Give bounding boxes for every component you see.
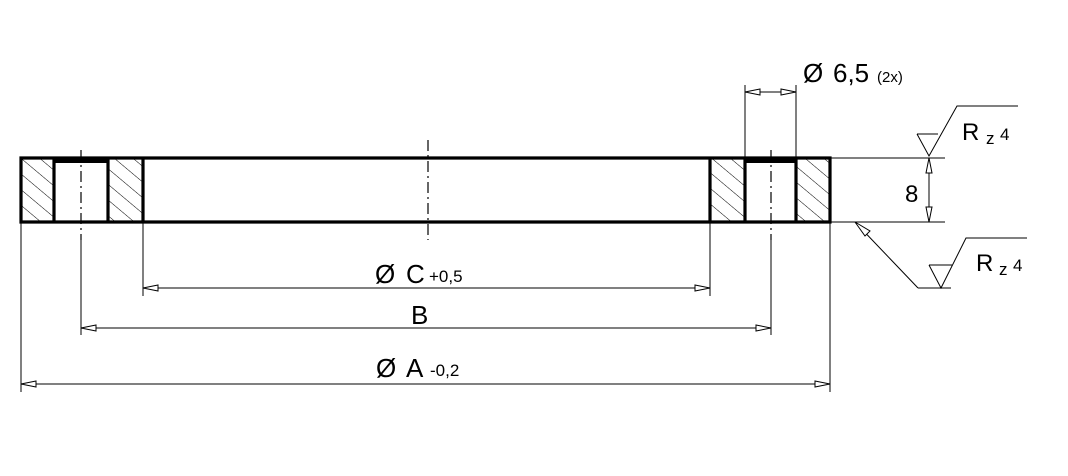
roughness-bottom-z: z: [999, 260, 1008, 279]
dim-a-letter: A: [406, 353, 424, 383]
roughness-bottom-value: 4: [1013, 256, 1022, 275]
dim-hole-note: (2x): [877, 69, 903, 86]
dim-a-phi: Ø: [376, 353, 396, 383]
roughness-top-value: 4: [1000, 125, 1009, 144]
dim-c-letter: C: [406, 259, 425, 289]
roughness-symbol-top: R z 4: [916, 105, 1018, 158]
dimension-b: B: [80, 300, 772, 332]
dimension-hole: Ø 6,5 (2x): [744, 58, 903, 96]
roughness-top-r: R: [962, 119, 979, 146]
dim-c-phi: Ø: [375, 259, 395, 289]
dimension-c: Ø C +0,5: [142, 259, 711, 292]
thickness-value: 8: [905, 181, 918, 208]
roughness-bottom-r: R: [976, 250, 993, 277]
extension-lines: [20, 85, 945, 392]
flange-outline: [19, 156, 832, 224]
dim-hole-phi: Ø: [803, 58, 823, 88]
dim-hole-value: 6,5: [833, 58, 869, 88]
dim-b-letter: B: [411, 300, 428, 330]
roughness-symbol-bottom: R z 4: [854, 221, 1027, 290]
section-hatching: [21, 158, 830, 222]
dim-c-tolerance: +0,5: [429, 267, 463, 286]
dimension-thickness: 8: [905, 157, 933, 223]
roughness-top-z: z: [986, 129, 995, 148]
dim-a-tolerance: -0,2: [430, 361, 459, 380]
center-lines: [80, 140, 772, 240]
dimension-a: Ø A -0,2: [20, 353, 831, 388]
